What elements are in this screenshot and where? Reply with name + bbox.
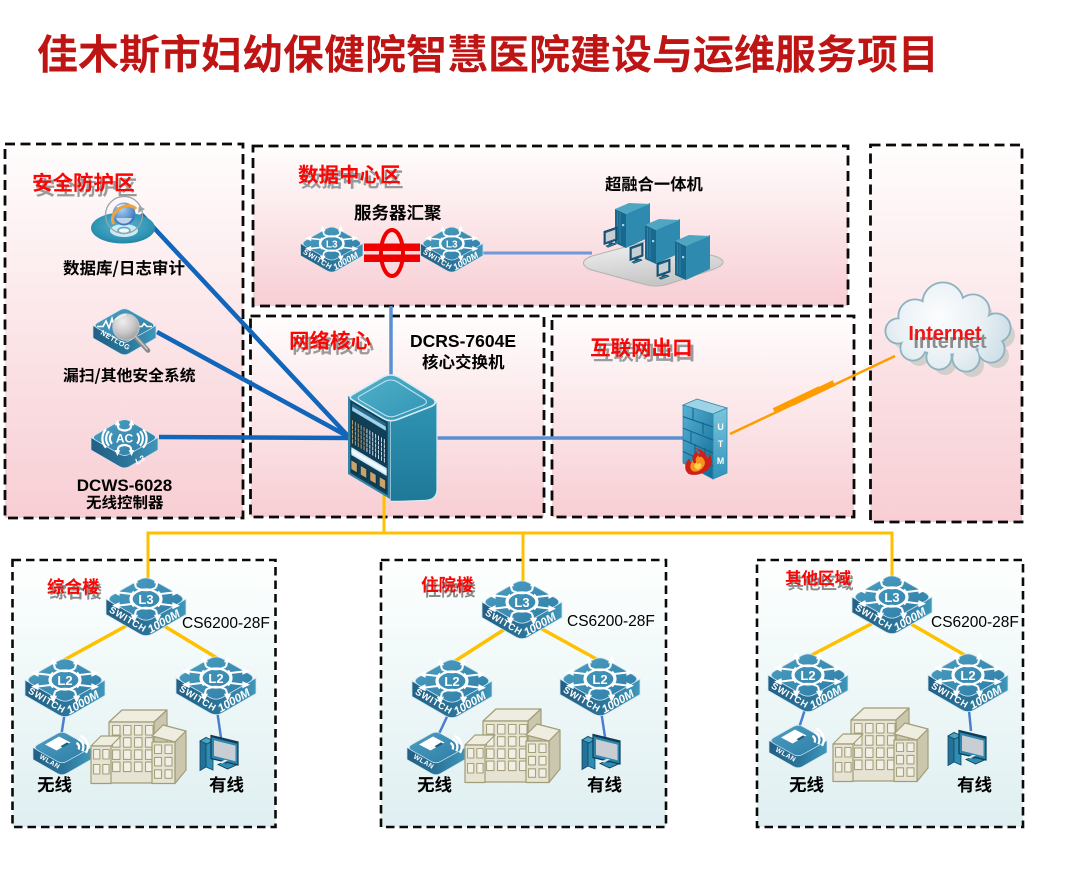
svg-text:DCRS-7604E: DCRS-7604E (410, 331, 516, 351)
svg-text:Internet: Internet (908, 323, 982, 345)
svg-text:CS6200-28F: CS6200-28F (567, 613, 655, 630)
svg-text:CS6200-28F: CS6200-28F (931, 614, 1019, 631)
svg-text:U: U (717, 422, 723, 432)
svg-text:DCWS-6028: DCWS-6028 (77, 476, 172, 495)
svg-text:M: M (717, 456, 724, 466)
svg-text:Internet: Internet (913, 331, 987, 353)
svg-text:T: T (718, 439, 724, 449)
svg-text:CS6200-28F: CS6200-28F (182, 615, 270, 632)
